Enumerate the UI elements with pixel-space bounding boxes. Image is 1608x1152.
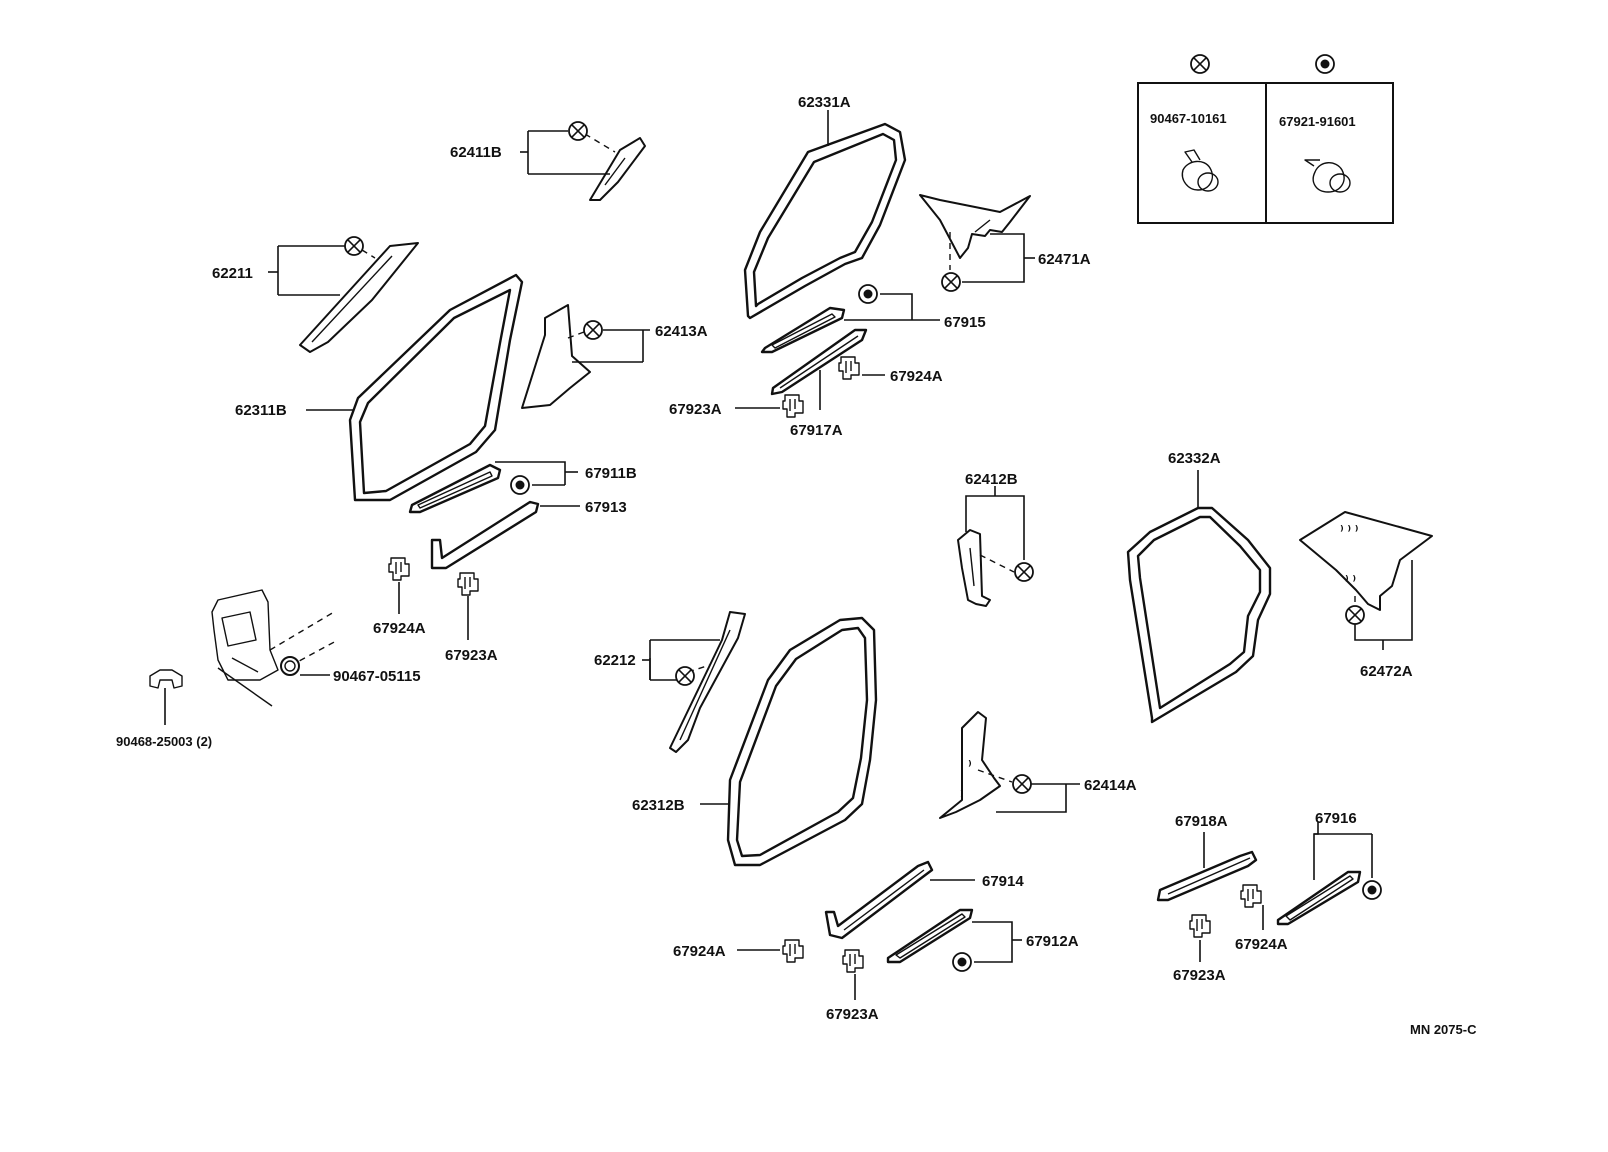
- label-62312B: 62312B: [632, 797, 685, 814]
- part-62414A: ⁾ ⁾ 62414A: [939, 711, 1137, 819]
- label-67912A: 67912A: [1026, 933, 1079, 950]
- part-62472A: ⁾ ⁾ ⁾ ⁾ ⁾ 62472A: [1299, 511, 1433, 680]
- label-67924A-1: 67924A: [373, 620, 426, 637]
- clip-b-illustration: [1304, 159, 1351, 193]
- part-67918A: 67918A: [1156, 813, 1258, 902]
- label-90467-05115: 90467-05115: [333, 668, 421, 685]
- svg-text:⁾: ⁾: [968, 758, 972, 773]
- legend-box: 90467-10161 67921-91601: [1137, 54, 1394, 224]
- label-62412B: 62412B: [965, 471, 1018, 488]
- label-62332A: 62332A: [1168, 450, 1221, 467]
- part-62331A: 62331A: [743, 94, 907, 320]
- legend-clip-b-part-number: 67921-91601: [1279, 114, 1356, 129]
- svg-text:⁾ ⁾: ⁾ ⁾: [1345, 573, 1356, 588]
- part-67914: 67914: [824, 860, 1024, 940]
- label-62471A: 62471A: [1038, 251, 1091, 268]
- label-67913: 67913: [585, 499, 627, 516]
- part-67923A-3: 67923A: [826, 949, 879, 1023]
- label-67916: 67916: [1315, 810, 1357, 827]
- label-67923A-4: 67923A: [1173, 967, 1226, 984]
- label-62211: 62211: [212, 265, 253, 282]
- part-67913: 67913: [430, 499, 627, 570]
- crossed-circle-icon: [1190, 54, 1210, 74]
- label-67924A-2: 67924A: [890, 368, 943, 385]
- svg-text:⁾: ⁾: [960, 788, 964, 803]
- part-67923A-2: 67923A: [669, 394, 804, 418]
- label-62414A: 62414A: [1084, 777, 1137, 794]
- label-67923A-1: 67923A: [445, 647, 498, 664]
- part-67923A-1: 67923A: [445, 572, 498, 664]
- label-62413A: 62413A: [655, 323, 708, 340]
- label-67923A-2: 67923A: [669, 401, 722, 418]
- part-67924A-4: 67924A: [1235, 884, 1288, 953]
- label-62311B: 62311B: [235, 402, 287, 419]
- label-67923A-3: 67923A: [826, 1006, 879, 1023]
- part-90467-05115: 90467-05115: [280, 656, 421, 685]
- part-67924A-1: 67924A: [373, 557, 426, 637]
- label-62331A: 62331A: [798, 94, 851, 111]
- part-67916: 67916: [1276, 810, 1382, 926]
- part-62471A: 62471A: [919, 194, 1091, 292]
- part-62212: 62212: [594, 611, 746, 753]
- clip-a-illustration: [1181, 149, 1219, 192]
- part-67912A: 67912A: [886, 908, 1079, 972]
- label-67917A: 67917A: [790, 422, 843, 439]
- label-90468-25003: 90468-25003 (2): [116, 734, 212, 749]
- part-bracket-assembly: [211, 589, 339, 707]
- part-62411B: 62411B: [450, 121, 646, 201]
- part-62312B: 62312B: [632, 616, 878, 867]
- svg-text:⁾ ⁾ ⁾: ⁾ ⁾ ⁾: [1340, 523, 1359, 538]
- part-62413A: 62413A: [521, 304, 708, 409]
- part-67915: 67915: [760, 284, 986, 354]
- label-67911B: 67911B: [585, 465, 637, 482]
- part-62211: 62211: [212, 236, 419, 353]
- legend-clip-a-part-number: 90467-10161: [1150, 111, 1227, 126]
- part-67924A-3: 67924A: [673, 939, 804, 963]
- drawing-code: MN 2075-C: [1410, 1022, 1477, 1037]
- part-67917A: 67917A: [770, 328, 868, 439]
- part-62332A: 62332A: [1126, 450, 1272, 724]
- part-67923A-4: 67923A: [1173, 914, 1226, 984]
- part-67924A-2: 67924A: [838, 356, 943, 385]
- part-67911B: 67911B: [408, 461, 637, 514]
- part-62311B: 62311B: [235, 273, 524, 502]
- label-67915: 67915: [944, 314, 986, 331]
- label-62212: 62212: [594, 652, 636, 669]
- label-62472A: 62472A: [1360, 663, 1413, 680]
- dotted-circle-icon: [1315, 54, 1335, 74]
- part-90468-25003: 90468-25003 (2): [116, 669, 212, 749]
- label-67914: 67914: [982, 873, 1024, 890]
- label-67924A-4: 67924A: [1235, 936, 1288, 953]
- label-62411B: 62411B: [450, 144, 502, 161]
- label-67918A: 67918A: [1175, 813, 1228, 830]
- part-62412B: 62412B: [957, 471, 1034, 607]
- label-67924A-3: 67924A: [673, 943, 726, 960]
